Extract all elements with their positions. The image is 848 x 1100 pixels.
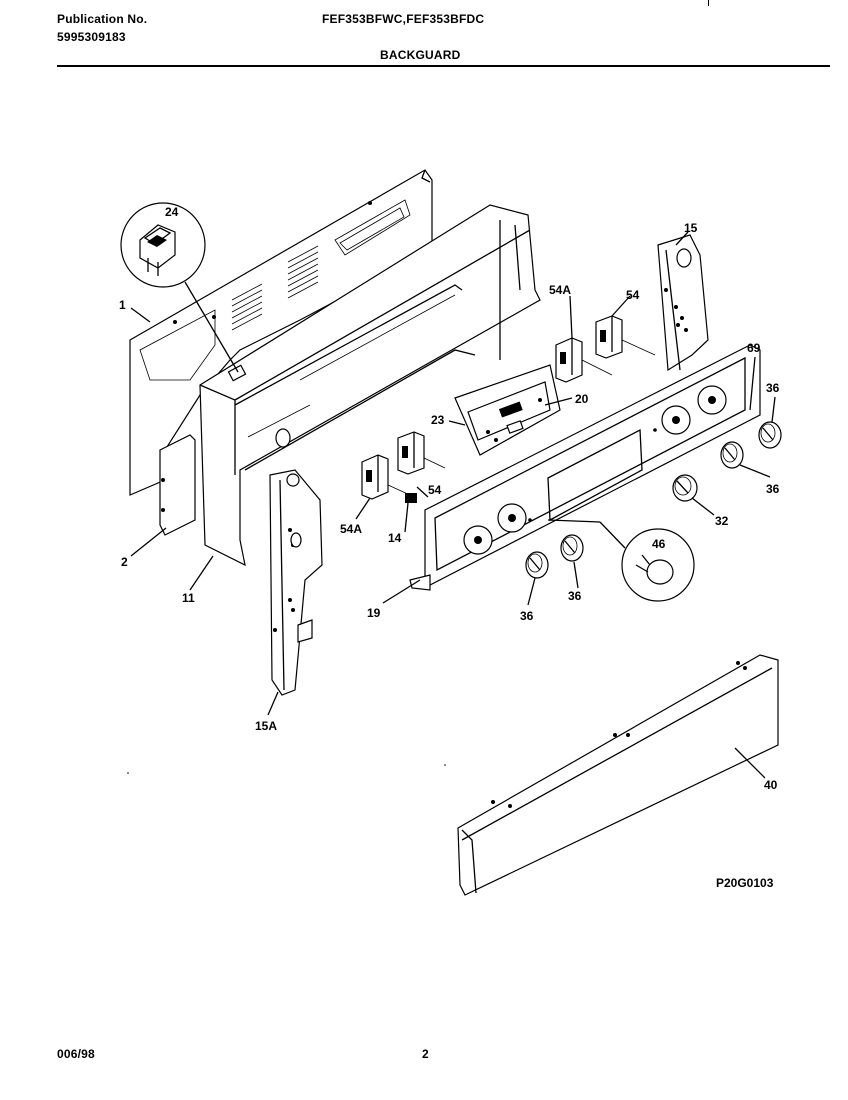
callout-11: 11: [182, 591, 195, 605]
callout-36-center: 36: [568, 589, 582, 603]
callout-2: 2: [121, 555, 128, 569]
infinite-switch-lower: [361, 431, 446, 500]
knob-36-left: [525, 551, 549, 579]
bracket-part-2: [159, 434, 196, 536]
publication-label: Publication No.: [57, 12, 148, 26]
callout-36-upper-right: 36: [766, 381, 780, 395]
section-title: BACKGUARD: [380, 48, 461, 62]
control-panel-part: [409, 344, 761, 591]
callout-46: 46: [652, 537, 666, 551]
footer-page-number: 2: [422, 1047, 429, 1061]
rear-panel-part: [129, 169, 433, 496]
side-bracket-15: [657, 234, 709, 372]
header-tick: [708, 0, 709, 6]
leader-lines: [130, 231, 776, 779]
callout-24: 24: [165, 205, 179, 219]
callout-23: 23: [431, 413, 445, 427]
backguard-trim-40: [457, 654, 779, 896]
side-bracket-15a: [269, 469, 323, 696]
callout-54-lower: 54: [428, 483, 442, 497]
callout-14: 14: [388, 531, 402, 545]
callout-69: 69: [747, 341, 761, 355]
footer-date-code: 006/98: [57, 1047, 95, 1061]
callout-36-left: 36: [520, 609, 534, 623]
knob-36-right: [720, 441, 744, 469]
knob-36-center: [560, 534, 584, 562]
callout-32: 32: [715, 514, 729, 528]
callout-15A: 15A: [255, 719, 277, 733]
switch-detail-circle: [120, 202, 239, 373]
callout-54A-upper: 54A: [549, 283, 571, 297]
knob-36-upper-right: [758, 421, 782, 449]
callout-54-upper: 54: [626, 288, 640, 302]
infinite-switch-upper: [555, 315, 656, 383]
control-knobs: [525, 421, 782, 579]
callout-20: 20: [575, 392, 589, 406]
figure-code: P20G0103: [716, 876, 774, 890]
knob-detail-circle: [547, 519, 695, 602]
knob-32: [672, 474, 698, 502]
indicator-light-14: [405, 493, 417, 503]
callout-15: 15: [684, 221, 698, 235]
callout-1: 1: [119, 298, 126, 312]
callout-36-right: 36: [766, 482, 780, 496]
callout-19: 19: [367, 606, 381, 620]
backguard-housing-part: [199, 204, 541, 567]
electronic-control-board: [454, 364, 561, 456]
publication-number: 5995309183: [57, 30, 126, 44]
callout-40: 40: [764, 778, 778, 792]
callout-labels: 1 24 2 11 15A 19 15 54A 54 54A 14 54 23 …: [119, 205, 780, 890]
callout-54A-lower: 54A: [340, 522, 362, 536]
header-rule: [57, 65, 830, 67]
model-numbers: FEF353BFWC,FEF353BFDC: [322, 12, 485, 26]
